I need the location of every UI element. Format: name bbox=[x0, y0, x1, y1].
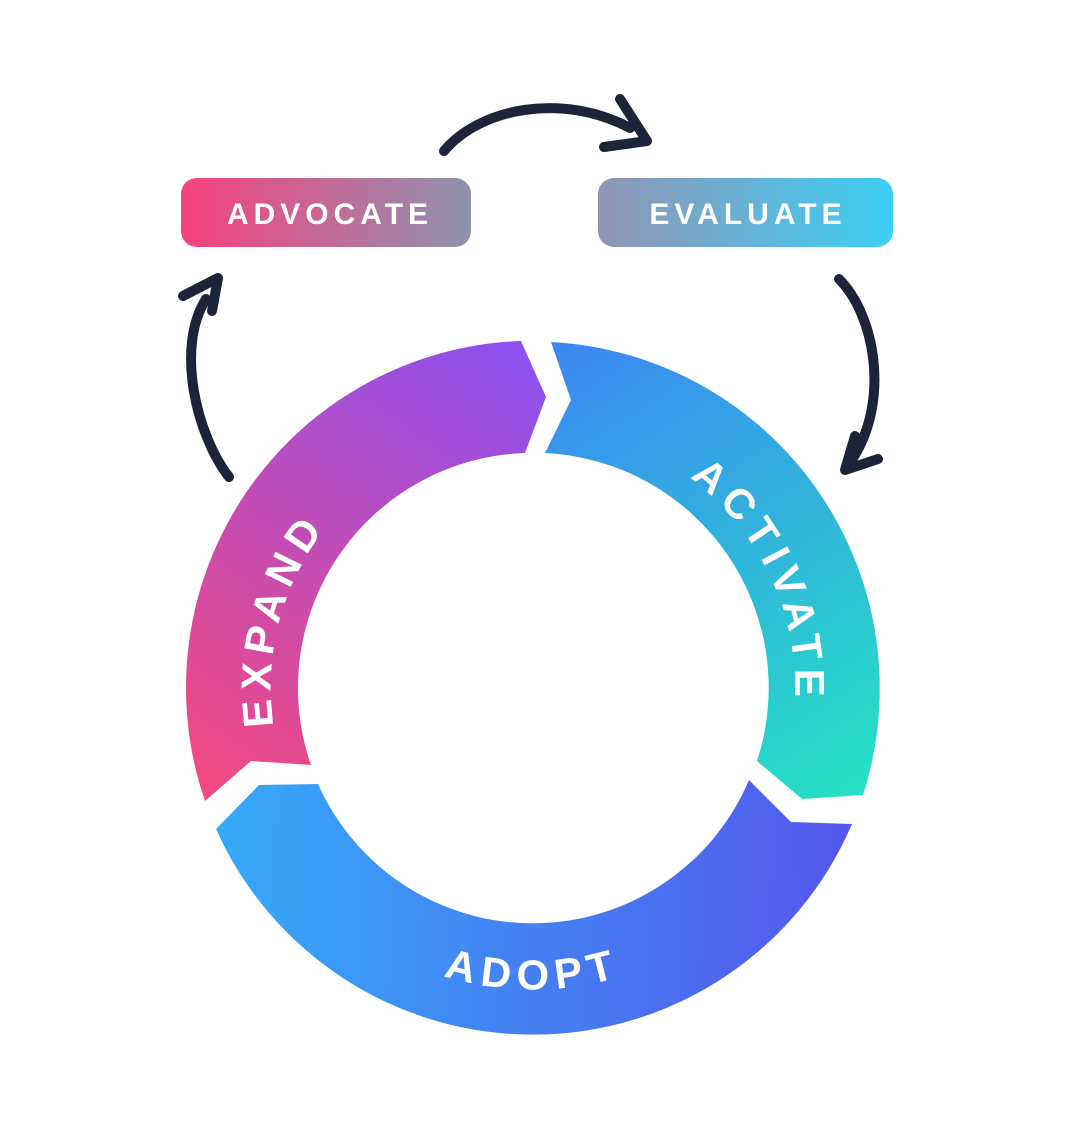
advocate-pill: ADVOCATE bbox=[181, 178, 471, 247]
arrow-advocate-to-evaluate-icon bbox=[439, 94, 652, 156]
ring-segment-expand bbox=[186, 341, 546, 801]
arrow-top-curve bbox=[439, 103, 635, 156]
arrow-right-head bbox=[840, 431, 883, 475]
arrow-evaluate-to-activate-icon bbox=[834, 274, 883, 475]
advocate-pill-background bbox=[181, 178, 471, 247]
arrow-right-curve bbox=[834, 274, 880, 463]
arrow-expand-to-advocate-icon bbox=[178, 273, 234, 482]
ring-segment-adopt bbox=[216, 780, 852, 1035]
arrow-top-head bbox=[599, 94, 652, 152]
evaluate-pill-background bbox=[598, 178, 893, 247]
arrow-left-curve bbox=[186, 294, 234, 482]
arrow-left-head bbox=[178, 273, 223, 316]
advocate-pill-label: ADVOCATE bbox=[227, 198, 433, 231]
evaluate-pill: EVALUATE bbox=[598, 178, 893, 247]
evaluate-pill-label: EVALUATE bbox=[649, 198, 846, 231]
ring-segment-activate bbox=[545, 342, 880, 799]
